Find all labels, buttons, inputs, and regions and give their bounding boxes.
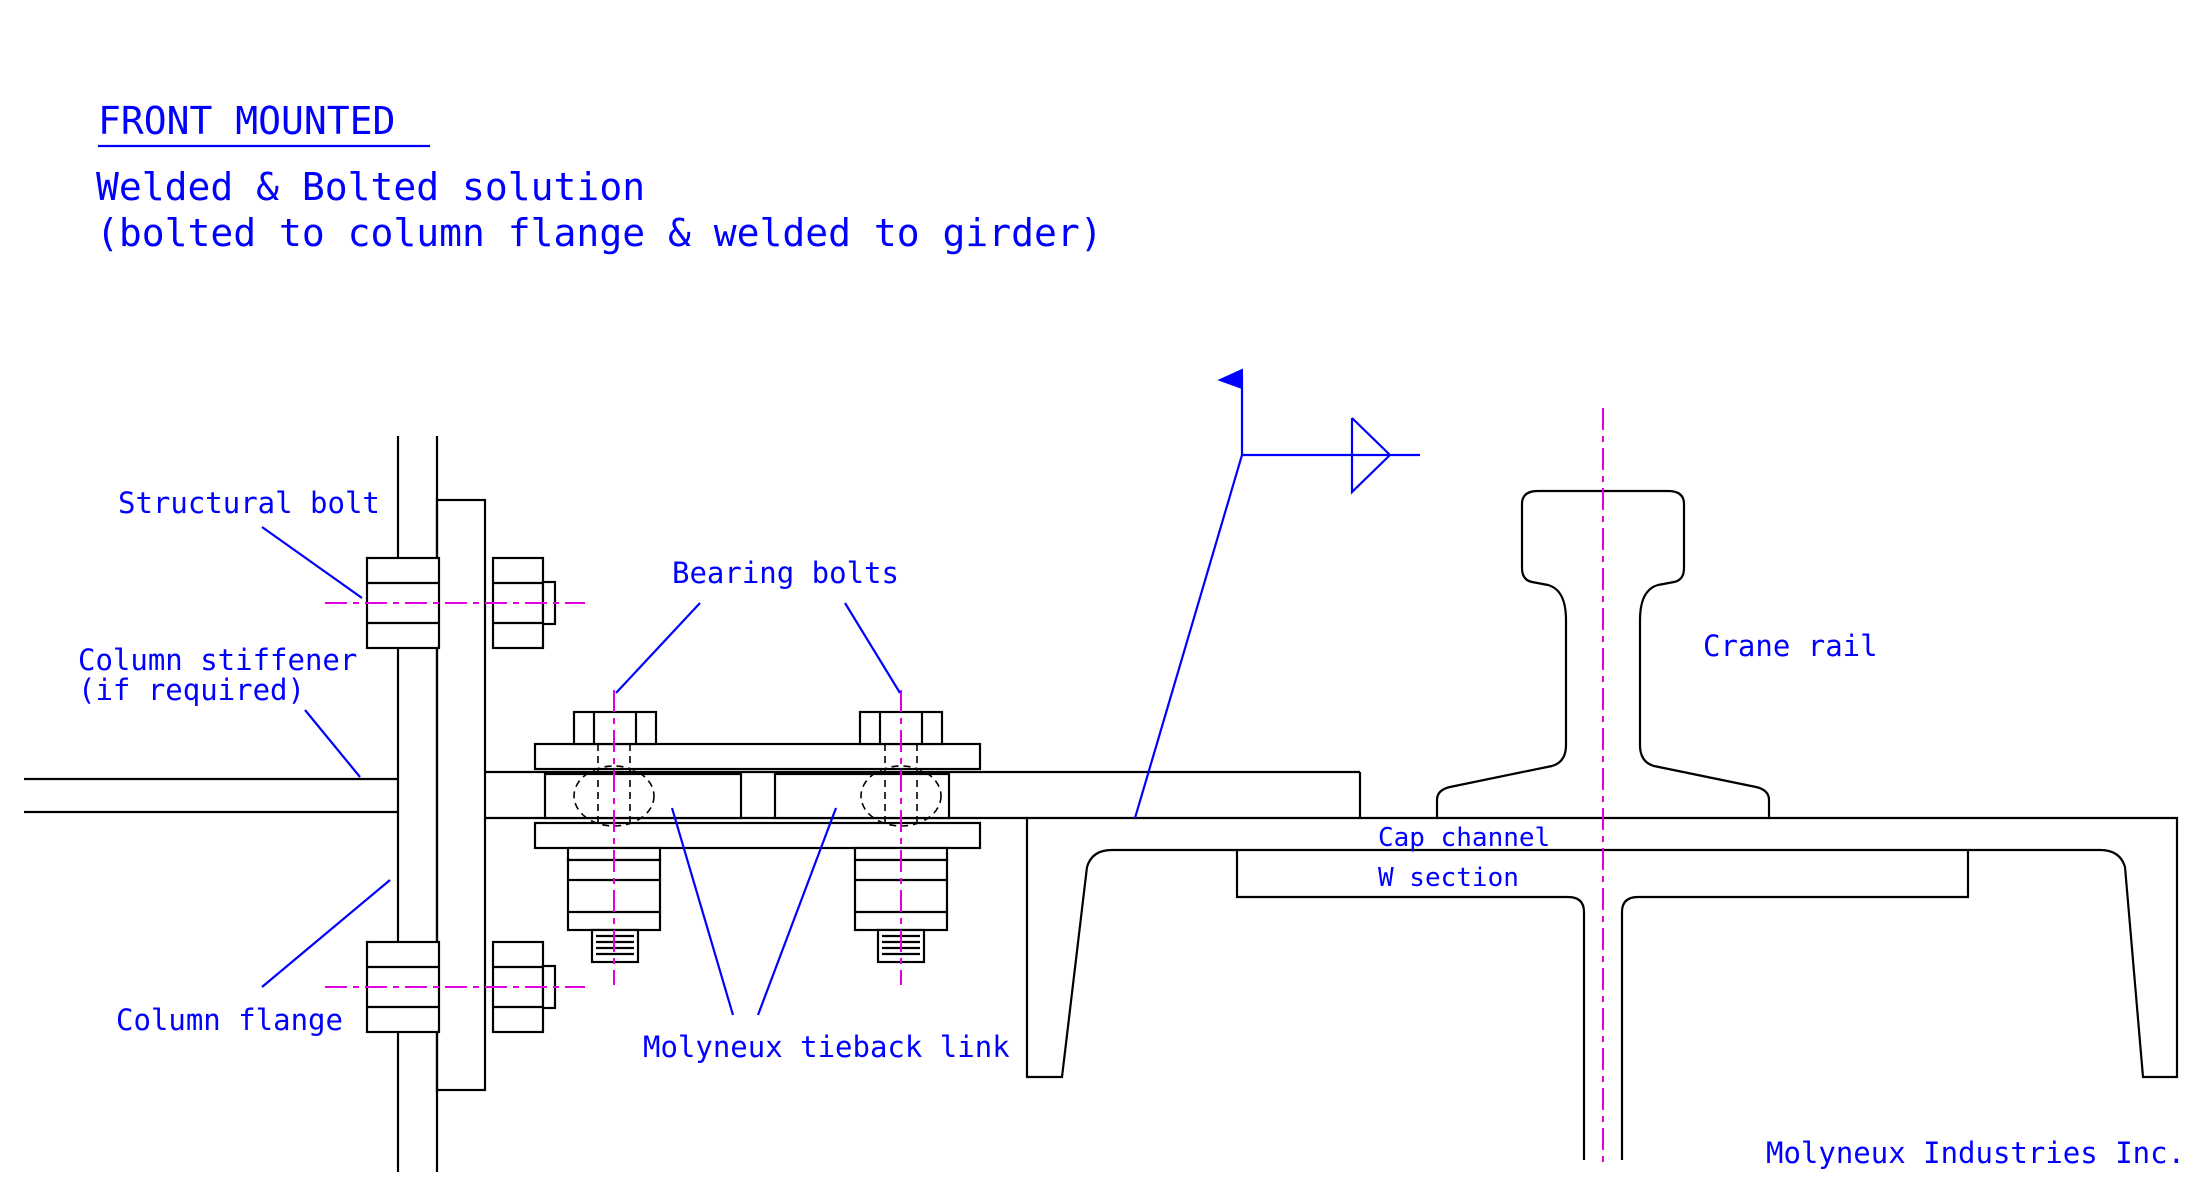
leader-tieback-left [670,807,735,1016]
leader-bearing-bolt-right [844,602,901,694]
column [24,436,487,1172]
subtitle-line-1: Welded & Bolted solution [96,165,645,209]
label-tieback-link: Molyneux tieback link [643,1030,1010,1064]
leader-column-stiffener [304,709,361,778]
label-cap-channel: Cap channel [1378,823,1550,853]
cap-channel [1025,816,2179,1079]
w-section [1235,850,1586,1160]
label-column-flange: Column flange [116,1003,343,1037]
subtitle-line-2: (bolted to column flange & welded to gir… [96,211,1103,255]
weld-symbol [1133,368,1420,819]
structural-bolt-bottom [325,940,585,1034]
leader-structural-bolt [261,526,363,599]
structural-bolt-top [325,556,585,650]
tieback-link-right [773,772,951,820]
label-w-section: W section [1378,863,1519,893]
label-bearing-bolts: Bearing bolts [672,556,899,590]
field-weld-flag [1217,368,1243,390]
label-column-stiffener: Column stiffener [78,643,357,677]
label-structural-bolt: Structural bolt [118,486,380,520]
bearing-bolt-right [853,690,949,985]
tieback-assembly [485,742,1362,850]
leader-tieback-right [756,807,838,1016]
heading: FRONT MOUNTED [98,99,395,143]
column-flange-plate [435,498,487,1092]
label-crane-rail: Crane rail [1703,629,1878,663]
bearing-bolt-left [566,690,662,985]
label-if-required: (if required) [78,673,305,707]
tieback-link-left [543,772,743,820]
bottom-plate [533,821,982,850]
leader-bearing-bolt-left [615,602,701,694]
top-plate [533,742,982,771]
leader-column-flange [261,879,391,988]
company-name: Molyneux Industries Inc. [1766,1136,2185,1170]
